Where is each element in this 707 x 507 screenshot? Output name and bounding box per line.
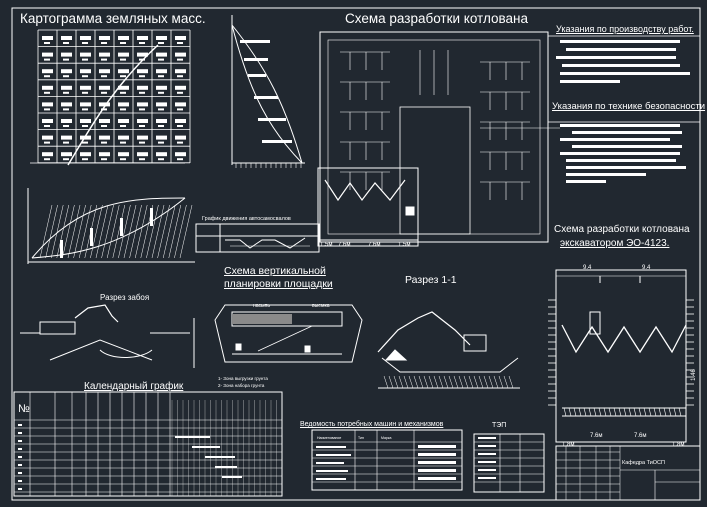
safety-instructions-title: Указания по технике безопасности [552,101,706,112]
legend-load-zone: 2- Зона набора грунта [218,383,265,388]
face-section [20,304,195,368]
exc-bottom-dim-1: 1.8м [562,442,575,448]
cartogram-title: Картограмма земляных масс. [20,11,206,26]
pit-dim-2: 7.6м [368,242,381,248]
face-section-title: Разрез забоя [100,293,150,302]
machines-brand-header: Марка [381,436,392,440]
excavator-pit-scheme [548,269,694,443]
pit-scheme-title: Схема разработки котлована [345,11,528,26]
fill-label: насыпь [253,303,270,309]
mass-curve-chart [27,188,195,264]
exc-bottom-dim-2: 7.6м [590,433,603,439]
instruction-text-lines [480,40,690,183]
pit-dim-3: 1.5м [320,242,333,248]
tep-table [473,433,545,493]
pit-scheme [317,31,549,247]
pit-dim-4: 1.5м [398,242,411,248]
trucks-graph-title: График движения автосамосвалов [202,216,291,222]
excavator-scheme-title-1: Схема разработки котлована [554,224,690,235]
machines-name-header: Наименование [317,436,342,440]
balance-chart-vertical [231,15,305,168]
cut-label: выемка [312,303,330,309]
legend-unload-zone: 1- Зона выгрузки грунта [218,376,268,381]
section-1-1 [377,311,520,389]
stamp-org: Кафедра ТиОСП [622,460,665,466]
sheet-frame [11,7,701,501]
exc-top-dim-1: 9.4 [583,265,592,271]
exc-height-dim: 1.46 [690,369,697,381]
vertical-planning-scheme [214,304,363,363]
work-instructions-title: Указания по производству работ. [556,24,694,34]
exc-top-dim-2: 9.4 [642,265,651,271]
exc-bottom-dim-4: 1.8м [672,442,685,448]
calendar-num-header: № [18,403,30,415]
calendar-title: Календарный график [84,381,184,392]
trucks-graph [195,223,320,253]
vertical-plan-title-2: планировки площадки [224,278,333,290]
zero-work-line [67,44,159,166]
title-block [555,445,701,501]
exc-bottom-dim-3: 7.6м [634,433,647,439]
pit-dim-1: 7.6м [338,242,351,248]
vertical-plan-title-1: Схема вертикальной [224,265,326,277]
excavator-scheme-title-2: экскаватором ЭО-4123. [560,238,670,249]
machines-table [311,429,463,491]
cartogram-grid [37,29,191,164]
section-title: Разрез 1-1 [405,274,457,286]
machines-title: Ведомость потребных машин и механизмов [300,421,444,428]
machines-type-header: Тип [358,436,364,440]
calendar-table [13,391,283,497]
tep-title: ТЭП [492,422,507,429]
